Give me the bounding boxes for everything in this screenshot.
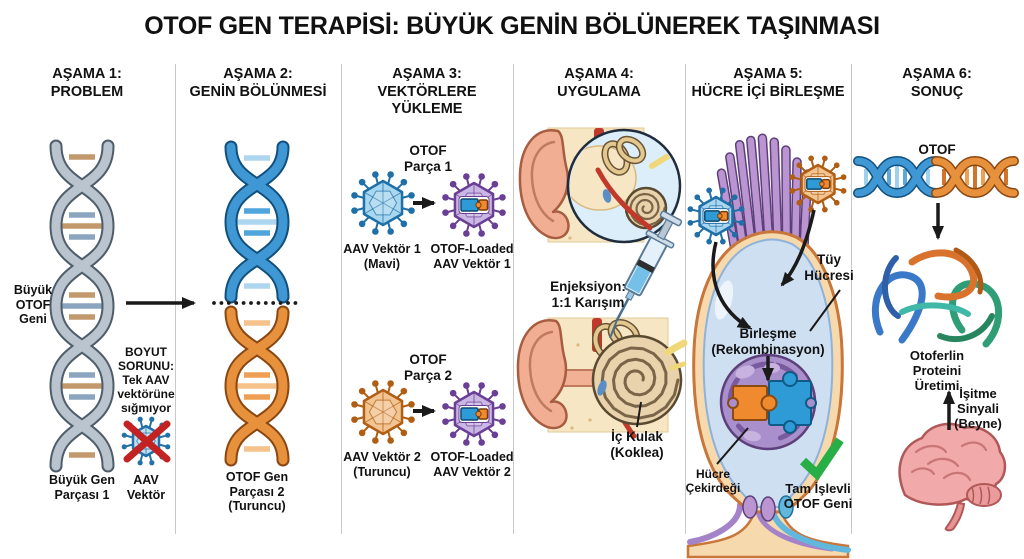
ear-anatomy-illustration (518, 127, 682, 244)
aav-vector-loaded-2-icon (442, 382, 506, 446)
label-buyuk-otof-geni: Büyük OTOF Geni (13, 283, 53, 326)
header-stage-3: AŞAMA 3: VEKTÖRLERE YÜKLEME (377, 66, 477, 118)
otof-dna-horizontal-icon (853, 155, 1019, 199)
label-isitme: İşitme Sinyali (Beyne) (954, 386, 1002, 432)
syringe-icon (609, 210, 683, 339)
label-otof-gen-parcasi-2: OTOF Gen Parçası 2 (Turuncu) (225, 470, 289, 513)
label-aav-vektor-2: AAV Vektör 2 (Turuncu) (343, 450, 421, 479)
aav-vector-loaded-1-icon (442, 173, 506, 237)
cochlea-injection-illustration (516, 317, 688, 439)
label-otoferlin: Otoferlin Proteini Üretimi (909, 348, 965, 394)
aav-vector-orange-icon (351, 380, 415, 444)
aav-vector-entering-orange-icon (789, 155, 847, 213)
arrow-entry-left-icon (711, 241, 752, 330)
label-tam-islevli: Tam İşlevli OTOF Geni (783, 481, 853, 512)
cut-dotted-line (212, 301, 298, 305)
label-otof: OTOF (918, 142, 956, 157)
label-otof-loaded-2: OTOF-Loaded AAV Vektör 2 (430, 450, 514, 479)
nucleus-with-puzzle-icon (719, 353, 817, 451)
diagram-title: OTOF GEN TERAPİSİ: BÜYÜK GENİN BÖLÜNEREK… (144, 12, 880, 40)
label-otof-parca-2: OTOF Parça 2 (403, 352, 453, 383)
dna-helix-gray-icon (49, 139, 115, 473)
label-otof-loaded-1: OTOF-Loaded AAV Vektör 1 (430, 242, 514, 271)
aav-vector-blocked-icon (121, 416, 171, 466)
dna-helix-blue-icon (224, 140, 290, 304)
label-aav-vektor: AAV Vektör (126, 473, 166, 502)
label-boyut-sorunu: BOYUT SORUNU: Tek AAV vektörüne sığmıyor (117, 345, 175, 415)
column-divider (513, 64, 514, 534)
label-otof-parca-1: OTOF Parça 1 (403, 143, 453, 174)
label-ic-kulak: İç Kulak (Koklea) (610, 429, 664, 460)
checkmark-icon (799, 437, 844, 481)
column-divider (175, 64, 176, 534)
header-stage-1: AŞAMA 1: PROBLEM (50, 66, 124, 100)
label-aav-vektor-1: AAV Vektör 1 (Mavi) (343, 242, 421, 271)
header-stage-6: AŞAMA 6: SONUÇ (902, 66, 972, 100)
label-birlesme: Birleşme (Rekombinasyon) (711, 326, 825, 357)
label-enjeksiyon: Enjeksiyon: 1:1 Karışım (550, 279, 626, 310)
brain-icon (898, 422, 1007, 532)
pointer-lines (636, 289, 841, 465)
header-stage-5: AŞAMA 5: HÜCRE İÇİ BİRLEŞME (691, 66, 845, 100)
column-divider (851, 64, 852, 534)
aav-vector-blue-icon (351, 171, 415, 235)
column-divider (685, 64, 686, 534)
dna-helix-orange-icon (224, 305, 290, 467)
label-hucre-cekirdegi: Hücre Çekirdeği (685, 467, 741, 495)
column-divider (341, 64, 342, 534)
aav-vector-entering-blue-icon (687, 187, 745, 245)
label-buyuk-gen-parcasi-1: Büyük Gen Parçası 1 (49, 473, 115, 502)
header-stage-4: AŞAMA 4: UYGULAMA (557, 66, 641, 100)
header-stage-2: AŞAMA 2: GENİN BÖLÜNMESİ (189, 66, 327, 100)
protein-ribbon-icon (871, 247, 1003, 348)
label-tuy-hucresi: Tüy Hücresi (804, 252, 854, 283)
